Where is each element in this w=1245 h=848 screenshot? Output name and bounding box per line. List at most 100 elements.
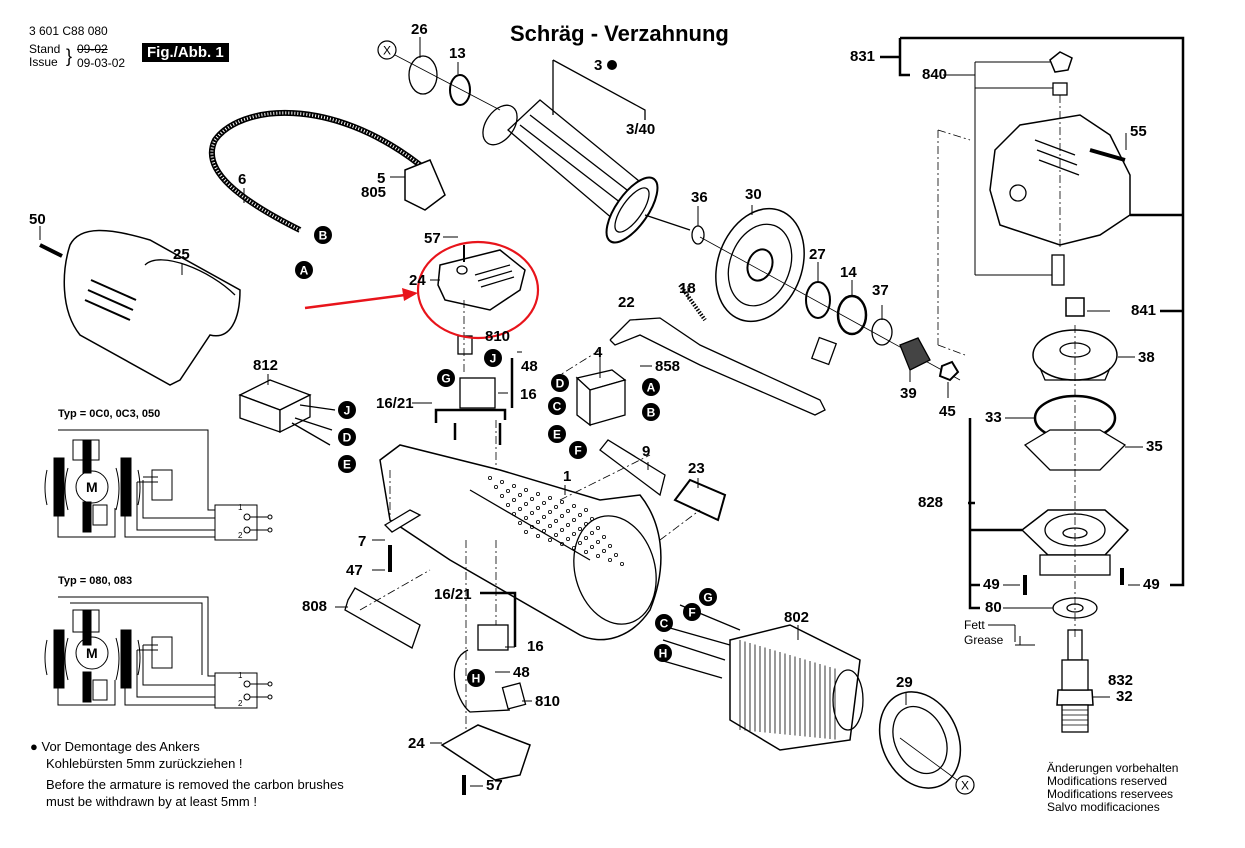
switch-position-1b: 1 [238,671,243,680]
vent-hole [536,505,541,510]
vent-hole [590,517,595,522]
bullet-icon: ● [30,739,38,754]
brush-holder-16-bottom [477,624,509,651]
label-27: 27 [809,246,826,263]
label-55: 55 [1130,123,1147,140]
label-35: 35 [1146,438,1163,455]
washer-36 [691,225,705,245]
vent-hole [566,537,571,542]
connector-A-cord: A [295,261,313,279]
label-1: 1 [563,468,572,485]
label-812: 812 [253,357,279,374]
svg-text:X: X [961,779,969,793]
vent-hole [512,512,517,517]
connector-D-switch: D [551,374,569,392]
power-cord-6 [208,110,422,233]
label-5: 5 [377,170,386,187]
label-48-top: 48 [521,358,538,375]
connector-E-812: E [338,455,356,473]
connector-J-812: J [338,401,356,419]
vent-hole [542,500,547,505]
label-48-bottom: 48 [513,664,530,681]
vent-hole [560,499,565,504]
brace-icon: } [66,46,73,66]
vent-hole [518,492,523,497]
switch-position-2: 2 [238,531,243,540]
stand-value: 09-02 [77,42,108,56]
label-858: 858 [655,358,681,375]
svg-text:C: C [553,400,562,414]
label-57-bottom: 57 [486,777,503,794]
pinion-39 [899,337,931,371]
plate-9 [599,439,666,497]
bushing-841 [1065,297,1085,317]
screw-50 [39,243,63,258]
label-24-top: 24 [409,272,426,289]
label-828: 828 [918,494,944,511]
connector-C-stator: C [655,614,673,632]
part-number: 3 601 C88 080 [29,24,108,38]
svg-text:J: J [490,352,497,366]
vent-hole [505,502,510,507]
vent-hole [602,535,607,540]
label-47: 47 [346,562,363,579]
washer-37 [871,318,893,346]
ring-27 [805,281,831,319]
modifications-fr: Modifications reservees [1047,787,1174,801]
label-25: 25 [173,246,190,263]
vent-hole [608,544,613,549]
label-23: 23 [688,460,705,477]
label-49-right: 49 [1143,576,1160,593]
label-13: 13 [449,45,466,62]
modifications-es: Salvo modificaciones [1047,800,1160,814]
svg-text:E: E [553,428,561,442]
vent-hole [584,522,589,527]
vent-hole [512,497,517,502]
svg-text:H: H [659,647,668,661]
vent-hole [524,516,529,521]
vent-hole [536,491,541,496]
label-9: 9 [642,443,651,460]
vent-hole [578,513,583,518]
bearing-flange-30 [715,207,805,323]
connector-E-switch: E [548,425,566,443]
vent-hole [584,536,589,541]
vent-hole [608,558,613,563]
label-6: 6 [238,171,247,188]
label-39: 39 [900,385,917,402]
vent-hole [572,546,577,551]
svg-text:B: B [319,229,328,243]
svg-text:B: B [647,406,656,420]
vent-hole [560,514,565,519]
vent-hole [596,554,601,559]
vent-hole [560,528,565,533]
vent-hole [554,533,559,538]
cap-840 [1049,51,1073,73]
label-22: 22 [618,294,635,311]
note-en-line2: must be withdrawn by at least 5mm ! [46,794,257,809]
note-en-line1: Before the armature is removed the carbo… [46,777,344,792]
svg-text:D: D [343,431,352,445]
vent-hole [493,484,498,489]
vent-hole [566,508,571,513]
screw-55 [1089,148,1126,162]
grease-label-en: Grease [964,633,1004,647]
armature-part-3 [482,99,691,244]
label-50: 50 [29,211,46,228]
bullet-icon [607,60,617,70]
label-24-bottom: 24 [408,735,425,752]
connector-J-top: J [484,349,502,367]
modifications-notice: Änderungen vorbehalten Modifications res… [1047,762,1178,814]
label-841: 841 [1131,302,1157,319]
wiring-type-2-label: Typ = 080, 083 [58,575,133,587]
vent-hole [530,496,535,501]
vent-hole [548,509,553,514]
clip-7 [383,509,422,533]
label-29: 29 [896,674,913,691]
connector-A-switch: A [642,378,660,396]
svg-text:C: C [660,617,669,631]
plate-808 [344,587,421,649]
connector-C-switch: C [548,397,566,415]
vent-hole [590,545,595,550]
air-guide-ring-29 [878,691,962,789]
